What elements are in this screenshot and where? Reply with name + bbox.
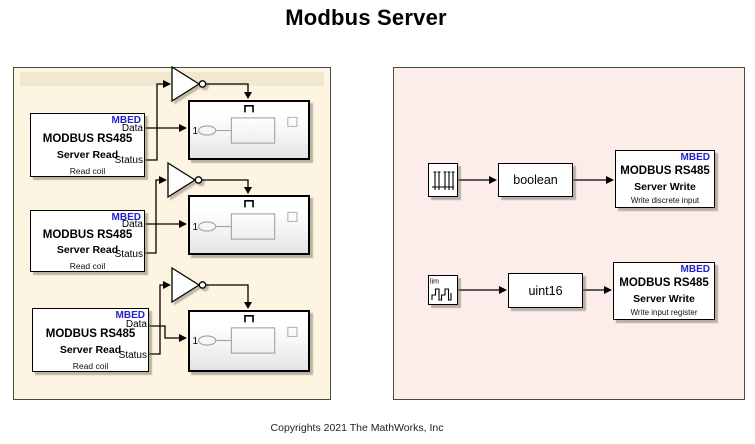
mini-square-icon (287, 211, 298, 223)
inport-number: 1 (193, 126, 199, 137)
port-label-data: Data (121, 219, 143, 230)
conversion-type-label: boolean (513, 173, 558, 187)
block-title: MODBUS RS485 (620, 165, 710, 177)
wire-read2-data[interactable] (145, 220, 187, 228)
modbus-server-read-block-1[interactable]: MBED Data MODBUS RS485 Server Read Statu… (30, 113, 145, 177)
data-type-conversion-boolean[interactable]: boolean (498, 163, 573, 197)
triggered-subsystem-2[interactable]: 1 (188, 195, 310, 255)
wire-read1-data[interactable] (145, 124, 187, 132)
subsystem-preview: 1 (193, 199, 298, 240)
not-gate-2[interactable] (167, 161, 203, 199)
block-title: MODBUS RS485 (42, 229, 133, 241)
data-type-conversion-uint16[interactable]: uint16 (508, 273, 583, 308)
discrete-pulse-source-block[interactable] (428, 163, 458, 197)
wire-uint16-write2[interactable] (583, 286, 612, 294)
trigger-pulse-icon (244, 104, 254, 113)
modbus-server-read-block-3[interactable]: MBED Data MODBUS RS485 Server Read Statu… (32, 308, 149, 372)
model-title: Modbus Server (285, 5, 447, 30)
impulse-train-icon (432, 171, 455, 190)
inport-oval-icon (198, 125, 217, 136)
block-caption: Read coil (69, 166, 106, 176)
triggered-subsystem-3[interactable]: 1 (188, 310, 310, 372)
block-caption: Read coil (69, 261, 106, 271)
block-caption: Read coil (72, 361, 109, 371)
trigger-pulse-icon (244, 314, 254, 323)
inport-number: 1 (193, 222, 199, 233)
block-title: MODBUS RS485 (45, 328, 136, 340)
block-caption: Write input register (630, 308, 698, 317)
wire-notgate1-trigger[interactable] (206, 83, 252, 99)
port-label-data: Data (121, 123, 143, 134)
mbed-badge: MBED (680, 152, 710, 163)
block-caption: Write discrete input (630, 196, 700, 205)
port-label-status: Status (114, 155, 143, 166)
lim-label: lim (430, 279, 439, 286)
modbus-server-write-block-1[interactable]: MBED MODBUS RS485 Server Write Write dis… (615, 150, 715, 208)
block-subtitle: Server Read (59, 344, 122, 356)
not-gate-3[interactable] (171, 266, 207, 304)
port-label-status: Status (114, 249, 143, 260)
conversion-type-label: uint16 (528, 283, 563, 298)
inport-oval-icon (198, 221, 217, 232)
wire-source2-uint16[interactable] (458, 286, 507, 294)
wire-read3-status[interactable] (149, 281, 171, 355)
block-subtitle: Server Read (56, 149, 119, 161)
modbus-server-write-block-2[interactable]: MBED MODBUS RS485 Server Write Write inp… (613, 262, 715, 320)
inner-block-icon (230, 117, 276, 144)
block-subtitle: Server Write (633, 293, 695, 305)
triggered-subsystem-1[interactable]: 1 (188, 100, 310, 160)
wire-read1-status[interactable] (145, 80, 171, 161)
mbed-badge: MBED (111, 115, 141, 126)
wire-boolean-write1[interactable] (573, 176, 614, 184)
port-label-data: Data (125, 319, 147, 330)
stair-counter-icon: lim (430, 279, 452, 301)
inner-block-icon (230, 213, 276, 240)
not-gate-1[interactable] (171, 65, 207, 103)
wire-read2-status[interactable] (145, 176, 167, 254)
mbed-badge: MBED (680, 264, 710, 275)
counter-limited-source-block[interactable]: lim (428, 275, 458, 305)
block-subtitle: Server Read (56, 244, 119, 256)
wire-notgate2-trigger[interactable] (202, 179, 252, 194)
inner-block-icon (230, 327, 276, 354)
modbus-server-read-block-2[interactable]: MBED Data MODBUS RS485 Server Read Statu… (30, 210, 145, 272)
wire-notgate3-trigger[interactable] (206, 284, 252, 309)
subsystem-preview: 1 (193, 314, 298, 354)
copyright-annotation: Copyrights 2021 The MathWorks, Inc (270, 422, 444, 434)
inport-number: 1 (193, 336, 199, 347)
trigger-pulse-icon (244, 199, 254, 208)
mini-square-icon (287, 326, 298, 338)
subsystem-preview: 1 (193, 104, 298, 144)
mini-square-icon (287, 116, 298, 128)
inport-oval-icon (198, 335, 217, 346)
wire-read3-data[interactable] (149, 325, 187, 342)
write-area-panel[interactable] (393, 67, 745, 400)
mbed-badge: MBED (111, 212, 141, 223)
mbed-badge: MBED (115, 310, 145, 321)
block-title: MODBUS RS485 (42, 133, 133, 145)
block-title: MODBUS RS485 (619, 277, 709, 289)
port-label-status: Status (118, 350, 147, 361)
wire-source1-boolean[interactable] (458, 176, 497, 184)
block-subtitle: Server Write (634, 181, 696, 193)
